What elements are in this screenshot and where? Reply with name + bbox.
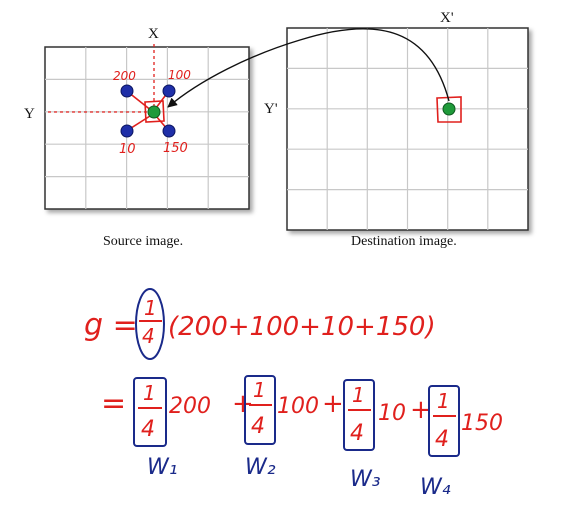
neighbor-value-bottom-right: 150 — [163, 141, 188, 156]
inverse-mapping-arrow — [167, 28, 450, 108]
destination-pixel — [442, 102, 456, 116]
source-axis-x-label: X — [148, 26, 159, 42]
weight-box-3 — [343, 379, 375, 451]
equation-line-2: = 1 4 200 + W₁ 1 4 100 + W₂ 1 4 10 + W₃ … — [101, 375, 503, 500]
weight-box-4 — [428, 385, 460, 457]
source-caption: Source image. — [103, 234, 183, 249]
equation-line2-equals: = — [101, 386, 126, 421]
term-1-operator: + — [232, 389, 254, 419]
destination-axis-y-label: Y' — [264, 101, 278, 117]
term-2-numerator: 1 — [253, 378, 266, 402]
neighbor-value-top-right: 100 — [168, 68, 191, 82]
neighbor-value-bottom-left: 10 — [119, 142, 136, 157]
equation-sum-expression: (200+100+10+150) — [168, 312, 436, 342]
weight-box-1 — [133, 377, 167, 447]
equation-fraction-denominator: 4 — [142, 324, 155, 348]
term-3-value: 10 — [378, 401, 406, 426]
destination-target-box — [436, 96, 462, 123]
weight-box-2 — [244, 375, 276, 445]
source-target-box — [144, 100, 165, 123]
source-mapped-point — [147, 105, 161, 119]
neighbor-pixel-top-right — [162, 84, 176, 98]
equation-line-1: g = 1 4 (200+100+10+150) — [84, 288, 436, 360]
neighbor-value-top-left: 200 — [113, 69, 136, 83]
destination-axis-x-label: X' — [440, 10, 454, 26]
source-axes — [48, 44, 155, 113]
term-3-operator: + — [410, 395, 432, 425]
source-image-grid — [44, 46, 250, 210]
weight-label-4: W₄ — [420, 475, 451, 500]
term-4-denominator: 4 — [435, 427, 449, 452]
term-4-value: 150 — [461, 411, 503, 436]
equation-lhs: g = — [84, 308, 138, 343]
weight-label-3: W₃ — [350, 467, 381, 492]
neighbor-pixel-top-left — [120, 84, 134, 98]
fraction-highlight-circle — [135, 288, 165, 360]
term-2-value: 100 — [277, 394, 319, 419]
term-1-numerator: 1 — [143, 381, 156, 405]
term-4-numerator: 1 — [437, 389, 450, 413]
term-1-denominator: 4 — [141, 417, 155, 442]
term-2-operator: + — [322, 389, 344, 419]
source-axis-y-label: Y — [24, 106, 35, 122]
destination-image-grid — [286, 27, 529, 231]
destination-caption: Destination image. — [351, 234, 457, 249]
term-3-numerator: 1 — [352, 383, 365, 407]
weight-label-2: W₂ — [245, 455, 276, 480]
equation-fraction-numerator: 1 — [144, 296, 157, 320]
neighbor-pixel-bottom-left — [120, 124, 134, 138]
term-3-denominator: 4 — [350, 421, 364, 446]
term-2-denominator: 4 — [251, 414, 265, 439]
neighbor-pixel-bottom-right — [162, 124, 176, 138]
weight-label-1: W₁ — [147, 455, 178, 480]
term-1-value: 200 — [169, 394, 211, 419]
